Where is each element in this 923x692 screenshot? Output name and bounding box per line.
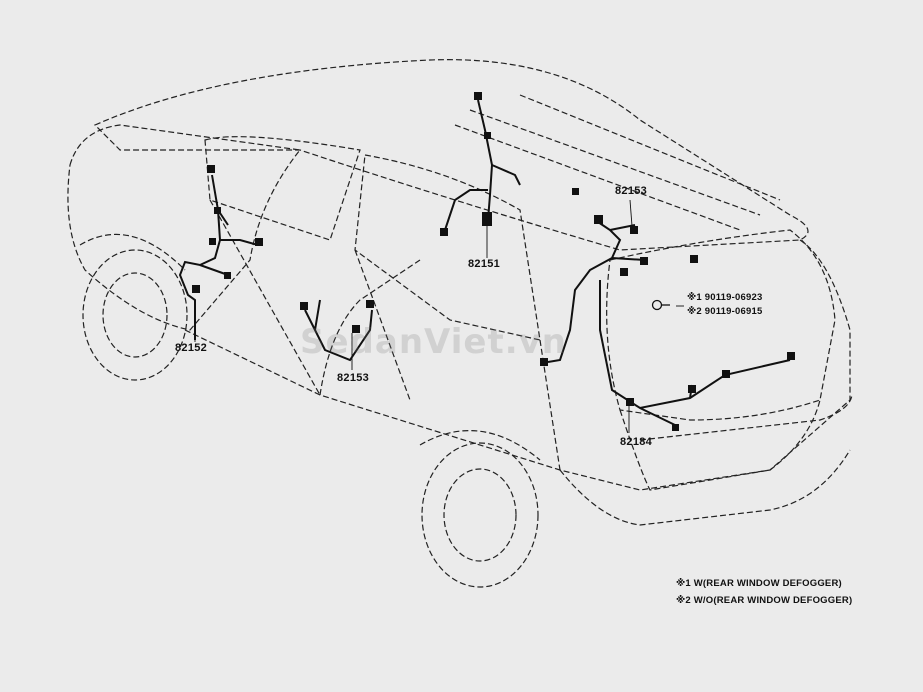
bolt-note-2: ※2 90119-06915	[687, 306, 763, 317]
connectors	[192, 92, 795, 431]
part-label-82153-door: 82153	[337, 372, 370, 384]
watermark: SedanViet.vn	[300, 322, 567, 362]
part-label-82151: 82151	[468, 258, 501, 270]
legend-note-1: ※1 W(REAR WINDOW DEFOGGER)	[676, 578, 842, 589]
wire-harnesses	[178, 99, 791, 426]
vehicle-outline	[67, 59, 853, 526]
part-label-82153-rear: 82153	[615, 185, 648, 197]
part-label-82184: 82184	[620, 436, 653, 448]
bolt-90119	[651, 299, 670, 311]
bolt-note-1: ※1 90119-06923	[687, 292, 763, 303]
wheels	[79, 233, 541, 588]
leader-lines	[194, 199, 684, 433]
legend-note-2: ※2 W/O(REAR WINDOW DEFOGGER)	[676, 595, 853, 606]
part-label-82152: 82152	[175, 342, 208, 354]
